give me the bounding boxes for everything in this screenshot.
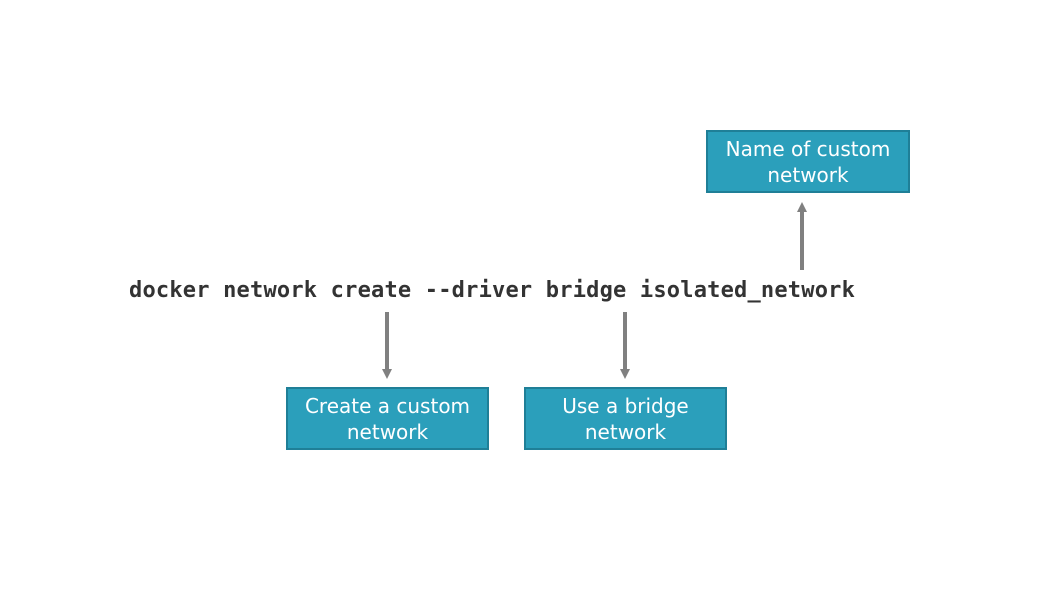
create-box-label: Create a custom network: [304, 393, 471, 444]
docker-command: docker network create --driver bridge is…: [129, 278, 856, 303]
use-bridge-network-box: Use a bridge network: [524, 387, 727, 450]
name-box-label: Name of custom network: [725, 136, 891, 187]
bridge-box-label: Use a bridge network: [562, 393, 689, 444]
create-custom-network-box: Create a custom network: [286, 387, 489, 450]
name-of-custom-network-box: Name of custom network: [706, 130, 910, 193]
